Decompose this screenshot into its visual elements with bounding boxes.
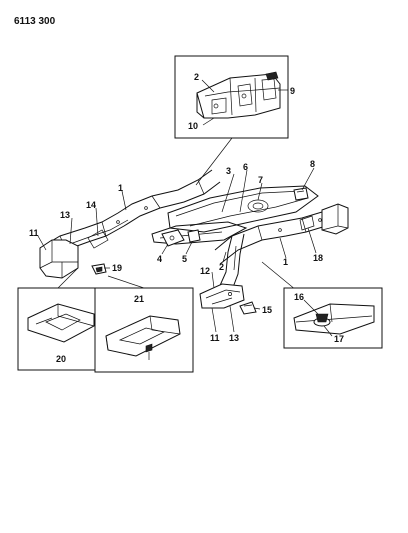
frame-assembly: 1 1 3 6 7 8 14 13 11 4 5 2 18 19 12 15 1… <box>29 159 349 343</box>
callout-21: 21 <box>134 294 144 304</box>
callout-8: 8 <box>310 159 315 169</box>
callout-7: 7 <box>258 175 263 185</box>
diagram-code: 6113 300 <box>14 16 56 27</box>
detail-box-21: 21 <box>94 287 194 373</box>
callout-13-bottom: 13 <box>229 333 239 343</box>
callout-14: 14 <box>86 200 96 210</box>
detail-box-20: 20 <box>17 287 109 371</box>
callout-2-top: 2 <box>194 72 199 82</box>
pointer-box-16-17 <box>261 261 297 291</box>
callout-18: 18 <box>313 253 323 263</box>
callout-4: 4 <box>157 254 162 264</box>
callout-19: 19 <box>112 263 122 273</box>
callout-5: 5 <box>182 254 187 264</box>
callout-3: 3 <box>226 166 231 176</box>
callout-11-left: 11 <box>29 228 39 238</box>
callout-13-left: 13 <box>60 210 70 220</box>
callout-16: 16 <box>294 292 304 302</box>
callout-20: 20 <box>56 354 66 364</box>
callout-9: 9 <box>290 86 295 96</box>
callout-12: 12 <box>200 266 210 276</box>
detail-box-16-17: 16 17 <box>283 287 383 349</box>
detail-box-top: 2 9 10 <box>174 55 295 139</box>
callout-1-left: 1 <box>118 183 123 193</box>
callout-1-right: 1 <box>283 257 288 267</box>
callout-10: 10 <box>188 121 198 131</box>
callout-2-frame: 2 <box>219 262 224 272</box>
pointer-box-20 <box>57 267 79 289</box>
callout-17: 17 <box>334 334 344 344</box>
callout-6: 6 <box>243 162 248 172</box>
callout-11-bottom: 11 <box>210 333 220 343</box>
callout-15: 15 <box>262 305 272 315</box>
